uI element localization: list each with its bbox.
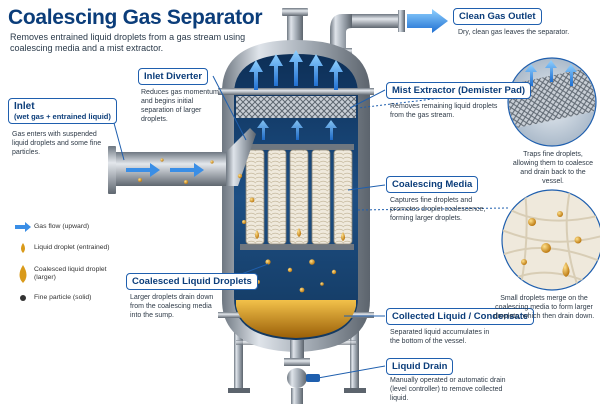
fine-particle-icon bbox=[12, 294, 34, 302]
inlet-diverter-label: Inlet Diverter bbox=[138, 68, 209, 85]
coalescing-media-desc: Captures fine droplets and promotes drop… bbox=[390, 197, 486, 222]
clean-gas-outlet-label: Clean Gas Outlet bbox=[453, 8, 542, 25]
legend-row: Gas flow (upward) bbox=[12, 222, 116, 232]
mist-extractor-desc: Removes remaining liquid droplets from t… bbox=[390, 103, 498, 119]
coalescing-media bbox=[240, 144, 354, 250]
inlet-diverter bbox=[226, 128, 256, 186]
clean-gas-outlet-desc: Dry, clean gas leaves the separator. bbox=[458, 29, 570, 36]
inlet-pipe bbox=[108, 128, 256, 194]
collected-liquid-desc: Separated liquid accumulates in the bott… bbox=[390, 329, 490, 345]
gas-flow-arrow-icon bbox=[12, 222, 34, 232]
inlet-title-sub: (wet gas + entrained liquid) bbox=[14, 112, 111, 121]
coalescing-media-label: Coalescing Media bbox=[386, 176, 479, 193]
page-subtitle: Removes entrained liquid droplets from a… bbox=[10, 32, 246, 53]
legend-label: Fine particle (solid) bbox=[34, 294, 92, 301]
legend: Gas flow (upward) Liquid droplet (entrai… bbox=[12, 222, 116, 312]
legend-row: Fine particle (solid) bbox=[12, 294, 116, 302]
coalesced-droplets-label: Coalesced Liquid Droplets bbox=[126, 273, 258, 290]
collected-liquid bbox=[236, 300, 356, 338]
liquid-drain-label: Liquid Drain bbox=[386, 358, 454, 375]
inlet-desc: Gas enters with suspended liquid droplet… bbox=[12, 131, 102, 156]
demister-detail-text: Traps fine droplets, allowing them to co… bbox=[512, 151, 594, 185]
liquid-droplets bbox=[138, 158, 345, 293]
inlet-label: Inlet (wet gas + entrained liquid) bbox=[8, 98, 117, 124]
demister-detail-circle bbox=[507, 57, 597, 147]
collected-liquid-label: Collected Liquid / Condensate bbox=[386, 308, 535, 325]
media-detail-circle bbox=[501, 189, 600, 291]
media-detail-text: Small droplets merge on the coalescing m… bbox=[493, 295, 595, 320]
liquid-drain-valve bbox=[284, 340, 320, 404]
legend-label: Gas flow (upward) bbox=[34, 223, 90, 230]
inlet-diverter-desc: Reduces gas momentum and begins initial … bbox=[141, 89, 219, 123]
demister-pad bbox=[236, 96, 356, 118]
page-title: Coalescing Gas Separator bbox=[8, 6, 263, 29]
legend-label: Liquid droplet (entrained) bbox=[34, 244, 110, 251]
coalesced-droplet-icon bbox=[12, 264, 34, 284]
gas-flow-arrows bbox=[249, 50, 343, 90]
liquid-droplet-icon bbox=[12, 242, 34, 254]
legend-row: Liquid droplet (entrained) bbox=[12, 242, 116, 254]
legend-label: Coalesced liquid droplet (larger) bbox=[34, 266, 107, 281]
legend-row: Coalesced liquid droplet (larger) bbox=[12, 264, 116, 284]
outlet-arrow-icon bbox=[407, 9, 448, 33]
mist-extractor-label: Mist Extractor (Demister Pad) bbox=[386, 82, 532, 99]
coalesced-droplets-desc: Larger droplets drain down from the coal… bbox=[130, 294, 214, 319]
inlet-title: Inlet bbox=[14, 101, 35, 112]
liquid-drain-desc: Manually operated or automatic drain (le… bbox=[390, 377, 506, 402]
